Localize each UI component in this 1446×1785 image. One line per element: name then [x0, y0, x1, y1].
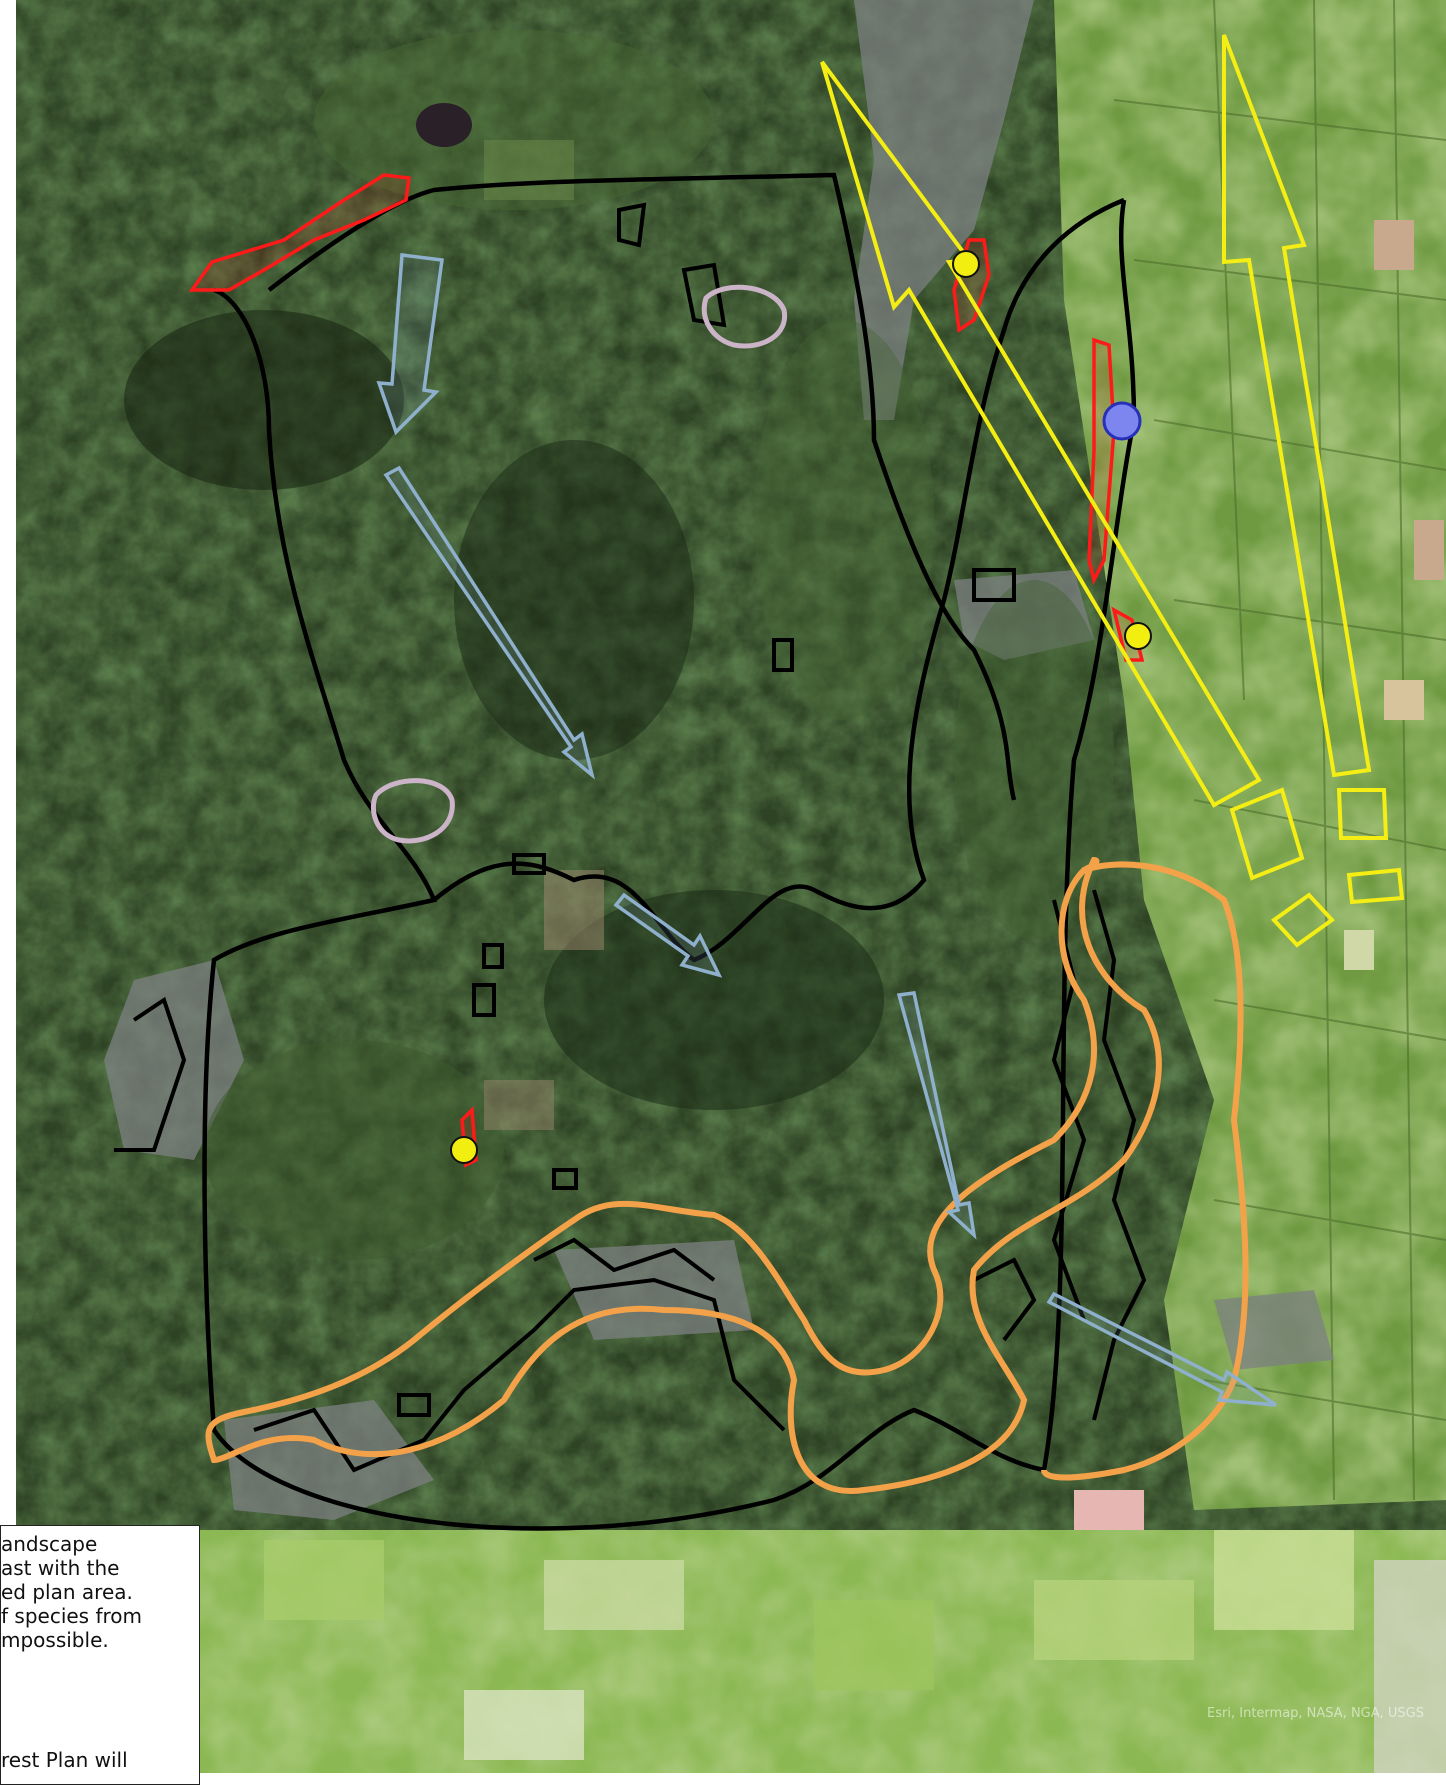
- caption-line-5: mpossible.: [1, 1628, 109, 1652]
- blue-arrows: [376, 253, 1277, 1407]
- yellow-marker[interactable]: [450, 1136, 478, 1164]
- yellow-arrow-north-east: [1222, 34, 1372, 778]
- blue-arrow-4: [896, 991, 977, 1240]
- blue-arrow-3: [613, 892, 723, 978]
- plan-boundary: [202, 172, 1137, 1531]
- caption-line-1: andscape: [1, 1532, 98, 1556]
- caption-box: andscape ast with the ed plan area. f sp…: [0, 1525, 200, 1785]
- lake: [416, 103, 472, 147]
- south-fields: [264, 1530, 1354, 1760]
- blue-arrow-5: [1046, 1291, 1277, 1407]
- caption-line-6: rest Plan will: [1, 1748, 128, 1772]
- caption-line-3: ed plan area.: [1, 1580, 133, 1604]
- caption-line-2: ast with the: [1, 1556, 120, 1580]
- yellow-marker[interactable]: [952, 250, 980, 278]
- blue-marker[interactable]: [1102, 401, 1142, 441]
- forest-patches: [124, 30, 1114, 1260]
- yellow-marker[interactable]: [1124, 622, 1152, 650]
- caption-line-4: f species from: [1, 1604, 142, 1628]
- farmland-east-texture: [1054, 0, 1446, 1510]
- lilac-areas: [370, 284, 788, 844]
- coast-sand: [1374, 1560, 1446, 1773]
- map-canvas: [14, 0, 1446, 1773]
- aerial-map[interactable]: Esri, Intermap, NASA, NGA, USGS: [14, 0, 1446, 1773]
- blue-arrow-1: [376, 253, 444, 436]
- bare-fields: [1074, 220, 1444, 1530]
- map-border: [14, 0, 16, 1773]
- point-markers: [450, 250, 1152, 1164]
- blue-arrow-2: [383, 465, 595, 780]
- orange-zone-outline: [205, 856, 1249, 1494]
- map-credit: Esri, Intermap, NASA, NGA, USGS: [1207, 1706, 1424, 1721]
- farmland-south-texture: [14, 1530, 1446, 1773]
